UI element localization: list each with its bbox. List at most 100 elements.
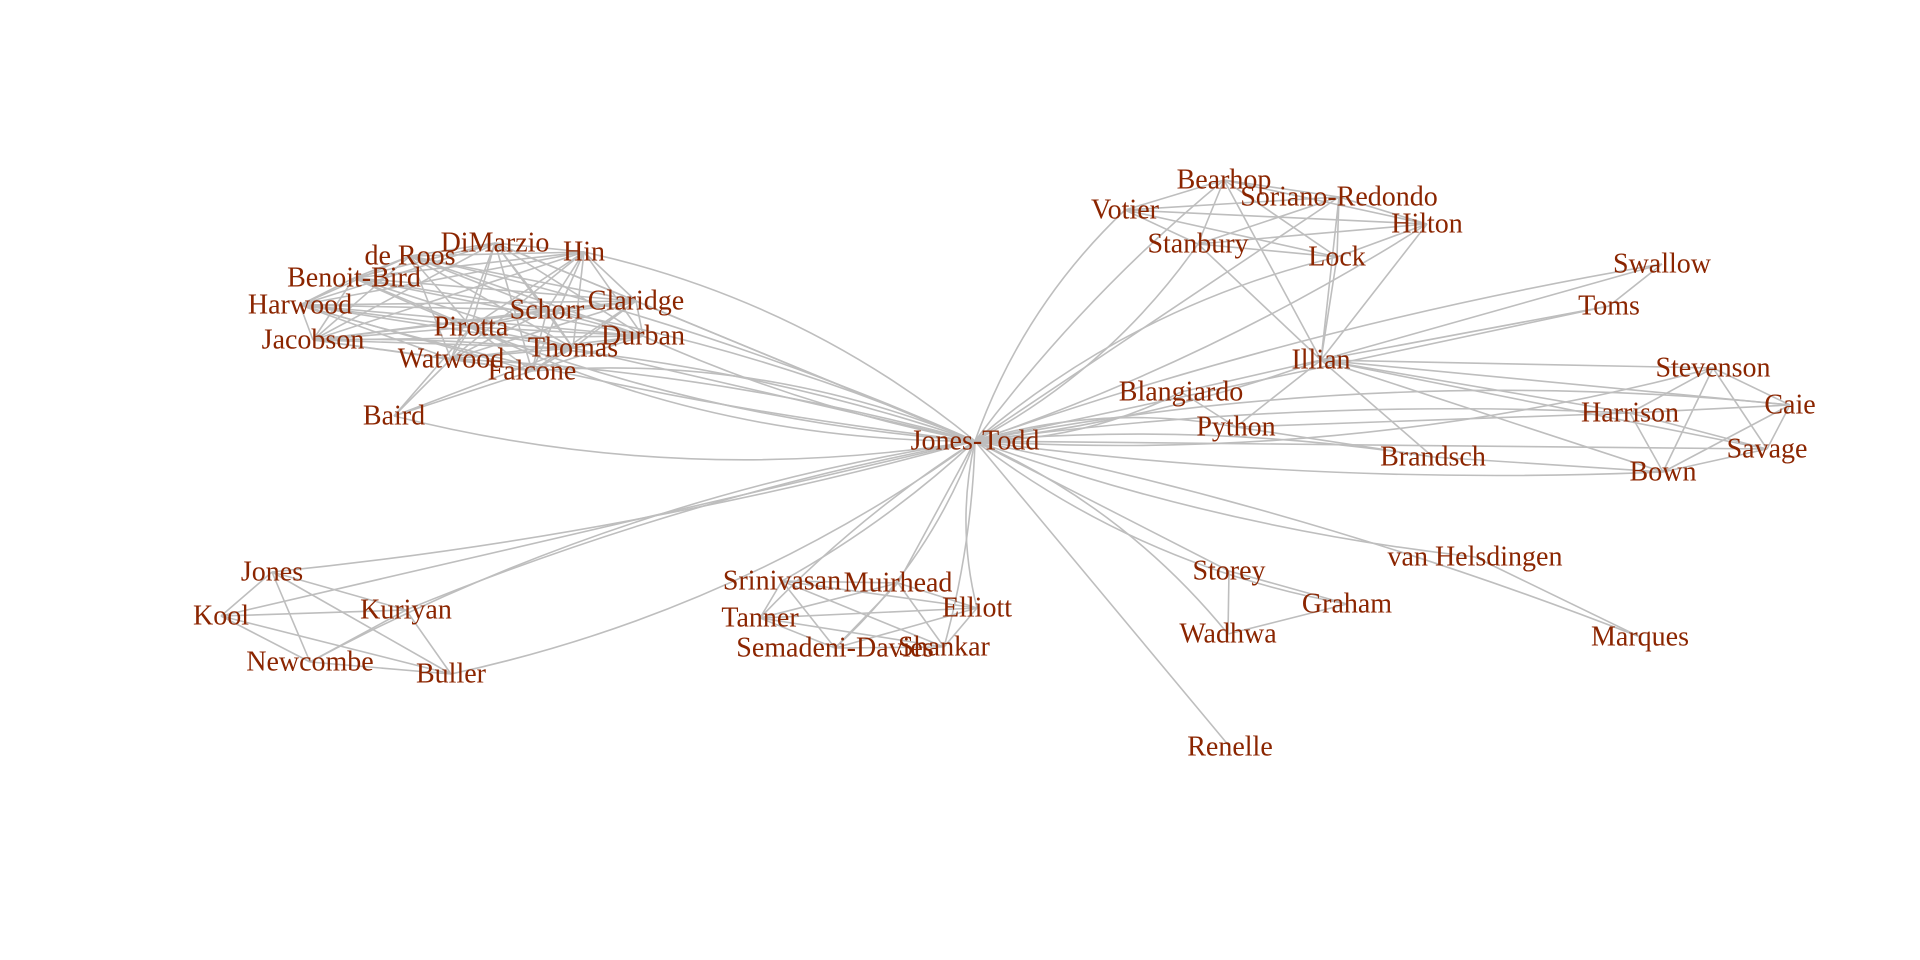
- edge-soriano-redondo-stanbury: [1197, 196, 1340, 245]
- edge-kool-kuriyan: [220, 609, 407, 617]
- edge-jones-todd-van-helsdingen: [974, 440, 1476, 558]
- node-label-bearhop: Bearhop: [1177, 165, 1272, 196]
- node-label-de-roos: de Roos: [365, 241, 456, 272]
- node-label-bown: Bown: [1630, 457, 1697, 488]
- edge-benoit-bird-durban: [353, 277, 644, 337]
- edge-benoit-bird-claridge: [353, 277, 637, 302]
- edge-jacobson-thomas: [312, 339, 574, 349]
- edge-brandsch-bown: [1432, 456, 1664, 473]
- edge-jones-todd-python: [974, 416, 1237, 442]
- node-label-semadeni-davies: Semadeni-Davies: [736, 633, 934, 664]
- node-label-swallow: Swallow: [1613, 249, 1712, 280]
- edge-jones-todd-srinivasan: [781, 440, 976, 582]
- edge-benoit-bird-thomas: [353, 277, 574, 349]
- node-label-tanner: Tanner: [721, 603, 799, 634]
- edge-newcombe-buller: [309, 661, 452, 675]
- edge-jones-todd-lock: [974, 256, 1338, 442]
- node-label-storey: Storey: [1192, 556, 1265, 587]
- node-label-thomas: Thomas: [528, 333, 618, 364]
- edge-muirhead-semadeni-davies: [834, 582, 899, 649]
- node-label-hin: Hin: [563, 237, 605, 268]
- edge-dimarzio-de-roos: [409, 242, 496, 257]
- node-label-muirhead: Muirhead: [844, 568, 953, 599]
- edge-harwood-thomas: [299, 304, 574, 349]
- edge-harwood-schorr: [299, 304, 548, 311]
- edge-illian-bown: [1320, 359, 1664, 473]
- node-label-caie: Caie: [1764, 390, 1815, 421]
- edge-hin-durban: [583, 251, 644, 337]
- edge-de-roos-claridge: [409, 255, 637, 302]
- edge-harwood-jacobson: [299, 304, 314, 341]
- edge-srinivasan-muirhead: [781, 580, 899, 584]
- edge-pirotta-baird: [393, 326, 472, 417]
- edge-watwood-baird: [393, 358, 452, 417]
- edge-jones-todd-watwood: [450, 358, 976, 442]
- edge-pirotta-thomas: [470, 326, 574, 349]
- edge-durban-falcone: [531, 335, 644, 372]
- edge-illian-savage: [1320, 359, 1768, 450]
- edge-illian-brandsch: [1320, 359, 1434, 458]
- edge-hin-benoit-bird: [353, 251, 585, 279]
- edge-hin-claridge: [583, 251, 637, 302]
- node-label-pirotta: Pirotta: [434, 312, 509, 343]
- edge-hilton-lock: [1336, 223, 1428, 258]
- node-label-lock: Lock: [1308, 242, 1366, 273]
- node-label-stanbury: Stanbury: [1147, 229, 1248, 260]
- edge-jones-todd-tanner: [759, 440, 976, 619]
- edge-schorr-durban: [546, 309, 644, 337]
- edge-claridge-pirotta: [470, 300, 637, 328]
- edge-caie-harrison: [1629, 404, 1791, 414]
- edge-jones-todd-votier: [974, 209, 1126, 442]
- edge-dimarzio-hin: [494, 242, 585, 253]
- node-label-claridge: Claridge: [588, 286, 684, 317]
- node-label-van-helsdingen: van Helsdingen: [1388, 542, 1563, 573]
- edge-jones-todd-hin: [583, 251, 976, 442]
- node-label-baird: Baird: [363, 401, 425, 432]
- node-label-jones-todd: Jones-Todd: [911, 426, 1040, 457]
- node-label-buller: Buller: [416, 659, 487, 690]
- edge-hilton-stanbury: [1197, 223, 1428, 245]
- edge-stevenson-harrison: [1629, 367, 1714, 414]
- edge-stanbury-illian: [1197, 243, 1322, 361]
- edge-jones-todd-blangiardo: [974, 391, 1182, 442]
- node-label-marques: Marques: [1591, 622, 1689, 653]
- edge-jones-todd-benoit-bird: [353, 277, 976, 442]
- edge-jones-todd-baird: [393, 415, 976, 461]
- edge-stevenson-caie: [1712, 367, 1791, 406]
- edge-soriano-redondo-hilton: [1338, 196, 1428, 225]
- edge-thomas-falcone: [531, 347, 574, 372]
- edge-tanner-semadeni-davies: [759, 617, 836, 649]
- edge-votier-soriano-redondo: [1124, 196, 1340, 211]
- edge-claridge-durban: [635, 300, 644, 337]
- edge-illian-stevenson: [1320, 359, 1714, 369]
- edge-jones-todd-savage: [974, 440, 1768, 450]
- edge-jones-todd-pirotta: [470, 326, 976, 442]
- edge-jones-todd-wadhwa: [974, 440, 1229, 635]
- edge-graham-wadhwa: [1227, 603, 1348, 635]
- edge-jones-todd-renelle: [974, 440, 1231, 748]
- edge-de-roos-hin: [409, 251, 585, 257]
- node-label-harwood: Harwood: [248, 290, 352, 321]
- node-label-srinivasan: Srinivasan: [723, 566, 841, 597]
- edge-illian-toms: [1320, 305, 1610, 361]
- node-label-benoit-bird: Benoit-Bird: [287, 263, 421, 294]
- edge-durban-watwood: [450, 335, 644, 360]
- edge-bearhop-stanbury: [1197, 179, 1225, 245]
- edge-dimarzio-harwood: [299, 242, 496, 306]
- node-label-graham: Graham: [1302, 589, 1392, 620]
- node-label-kool: Kool: [193, 601, 249, 632]
- edge-jones-todd-bearhop: [974, 179, 1225, 442]
- node-label-falcone: Falcone: [488, 356, 577, 387]
- edge-de-roos-harwood: [299, 255, 411, 306]
- edge-jones-todd-storey: [974, 440, 1230, 572]
- edge-hin-schorr: [546, 251, 585, 311]
- edge-kool-newcombe: [220, 615, 311, 663]
- node-label-votier: Votier: [1091, 195, 1160, 226]
- node-label-soriano-redondo: Soriano-Redondo: [1240, 182, 1438, 213]
- edge-python-brandsch: [1235, 426, 1434, 458]
- edge-benoit-bird-schorr: [353, 277, 548, 311]
- node-label-durban: Durban: [601, 321, 685, 352]
- edge-stanbury-lock: [1197, 243, 1338, 258]
- edge-jones-todd-caie: [974, 389, 1791, 442]
